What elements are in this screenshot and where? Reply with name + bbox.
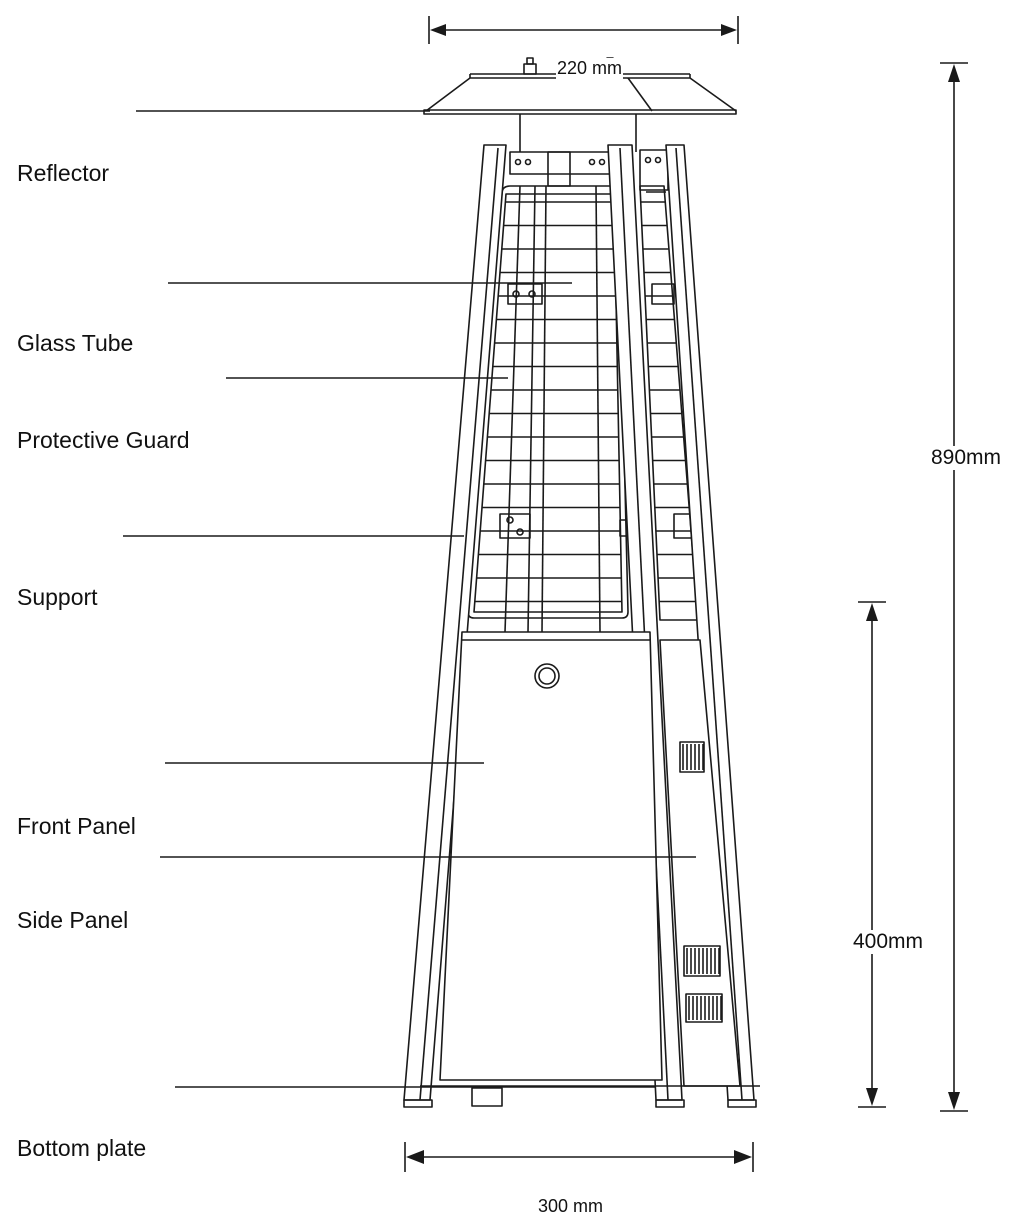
dimension-top-width: 220 mm [556,58,624,79]
label-side-panel: Side Panel [17,907,129,933]
label-front-panel: Front Panel [17,813,136,839]
dimension-base-width: 300 mm [537,1196,605,1217]
top-bracket [510,150,668,190]
side-panel-vents [683,744,721,1020]
glass-tube-shape [505,186,600,632]
front-panel-shape [440,632,662,1080]
dimension-total-height: 890mm [930,446,1003,470]
neck [520,114,636,152]
bottom-plate-shape [404,1086,760,1107]
label-support: Support [17,584,98,610]
guard-bars [475,202,697,602]
label-protective-guard: Protective Guard [17,427,190,453]
guard-brackets [500,284,696,538]
label-bottom-plate: Bottom plate [17,1135,147,1161]
dimension-body-height: 400mm [852,930,925,954]
leader-lines [123,111,696,1087]
label-glass-tube: Glass Tube [17,330,134,356]
support-legs [404,145,754,1100]
label-reflector: Reflector [17,160,110,186]
dimension-lines [405,16,968,1172]
